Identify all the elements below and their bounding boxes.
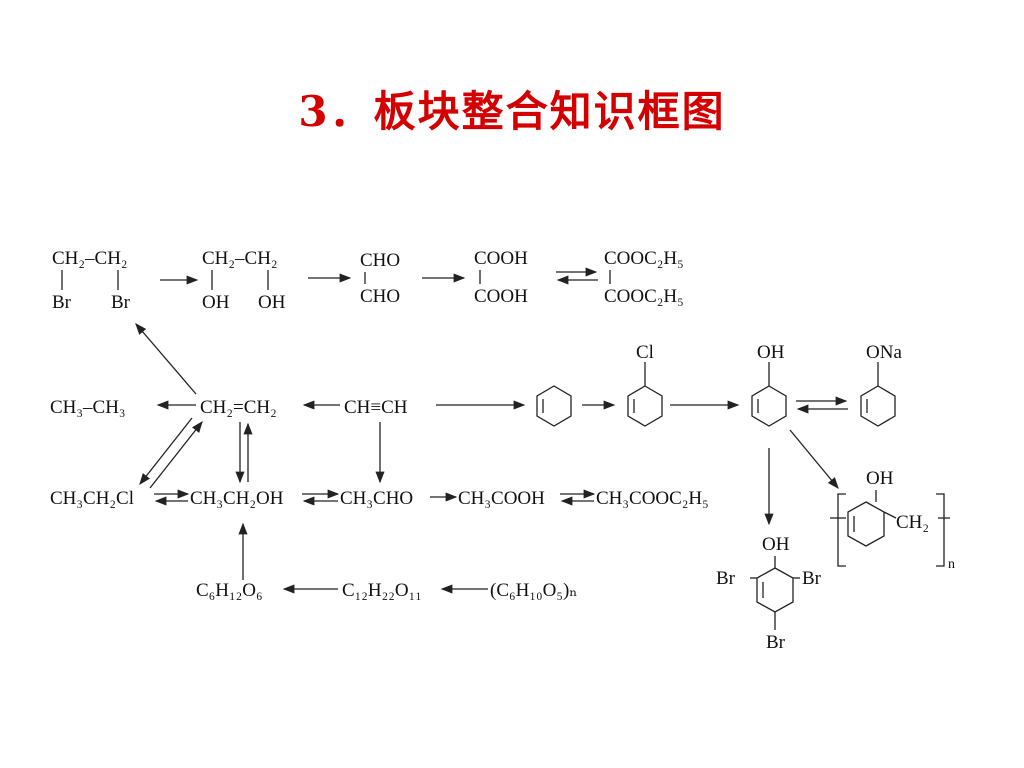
ethene: CH₂=CH₂ (200, 397, 277, 418)
benzene-ring-icon (536, 385, 572, 427)
acetaldehyde: CH₃CHO (340, 488, 413, 509)
phenol-ring-icon (751, 362, 787, 427)
chlorobenzene-ring-icon (627, 362, 663, 427)
phenol-oh-label: OH (757, 342, 785, 363)
tribromophenol-ring-icon (750, 556, 800, 630)
dibromoethane-top: CH₂–CH₂ (52, 248, 128, 269)
ethane: CH₃–CH₃ (50, 397, 126, 418)
arrow-ethene-to-chloroethane (139, 417, 193, 486)
glyoxal-1: CHO (360, 250, 400, 271)
phenoxide-ring-icon (860, 362, 896, 427)
glyoxal-2: CHO (360, 286, 400, 307)
phenolic-resin-icon (830, 490, 950, 567)
ester-2: COOC₂H₅ (604, 286, 684, 307)
glycol-oh-1: OH (202, 292, 230, 313)
ester-1: COOC₂H₅ (604, 248, 684, 269)
acetylene: CH≡CH (344, 397, 408, 418)
ethyl-acetate: CH₃COOC₂H₅ (596, 488, 709, 509)
phenoxide-ona-label: ONa (866, 342, 902, 363)
glucose: C₆H₁₂O₆ (196, 580, 263, 601)
acetic-acid: CH₃COOH (458, 488, 545, 509)
glycol-top: CH₂–CH₂ (202, 248, 278, 269)
starch: (C₆H₁₀O₅)ₙ (490, 580, 578, 601)
dibromoethane-br-1: Br (52, 292, 72, 313)
arrow-to-resin (789, 429, 839, 490)
slide-title: 3．板块整合知识框图 (298, 87, 726, 136)
glycol-oh-2: OH (258, 292, 286, 313)
resin-n-label: n (948, 557, 955, 572)
dibromoethane-br-2: Br (111, 292, 131, 313)
oxalic-1: COOH (474, 248, 528, 269)
tribromo-oh-label: OH (762, 534, 790, 555)
ethanol: CH₃CH₂OH (190, 488, 284, 509)
chloro-label: Cl (636, 342, 654, 363)
tribromo-br-right: Br (802, 568, 822, 589)
tribromo-br-left: Br (716, 568, 736, 589)
tribromo-br-bottom: Br (766, 632, 786, 653)
resin-ch2-label: CH₂ (896, 512, 929, 533)
sucrose: C₁₂H₂₂O₁₁ (342, 580, 422, 601)
resin-oh-label: OH (866, 468, 894, 489)
arrow-to-dibromoethane (135, 323, 197, 395)
oxalic-2: COOH (474, 286, 528, 307)
arrow-chloroethane-to-ethene (149, 420, 203, 489)
chloroethane: CH₃CH₂Cl (50, 488, 134, 509)
